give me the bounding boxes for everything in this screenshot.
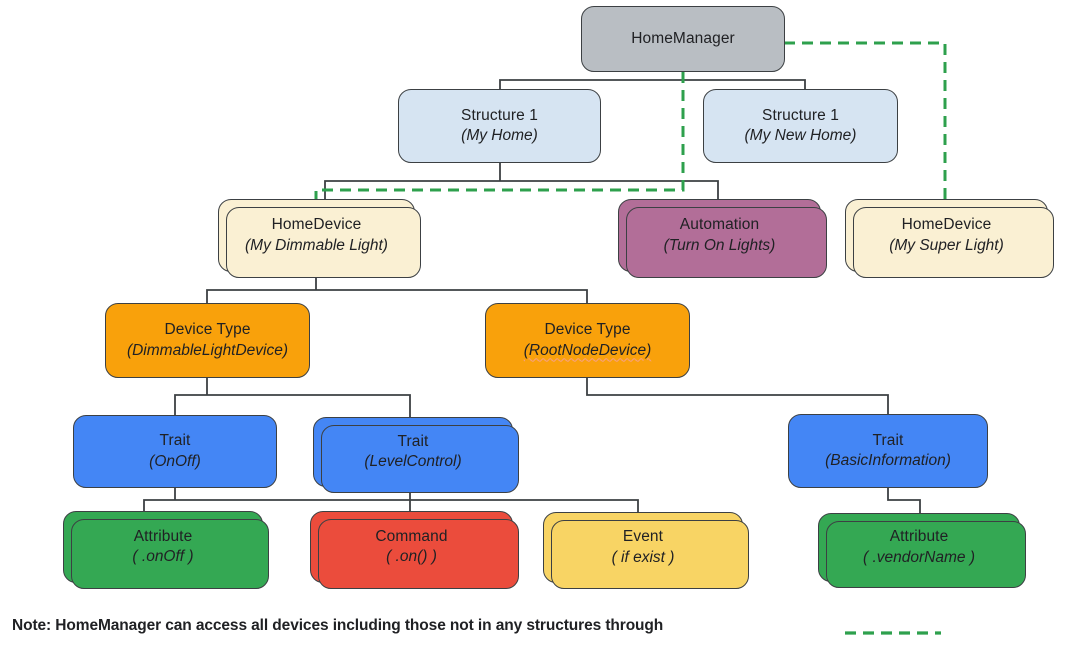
node-title: Trait xyxy=(397,432,429,450)
node-title: Device Type xyxy=(544,321,631,339)
node-trait-onoff: Trait (OnOff) xyxy=(73,415,277,488)
node-subtitle: (OnOff) xyxy=(149,452,201,470)
node-trait-levelcontrol: Trait (LevelControl) xyxy=(313,417,519,493)
node-command-on: Command ( .on() ) xyxy=(310,511,519,589)
node-title: Attribute xyxy=(889,528,949,546)
node-subtitle: (Turn On Lights) xyxy=(663,236,776,254)
node-home-manager: HomeManager xyxy=(581,6,785,72)
node-devicetype-rootnodedevice: Device Type (RootNodeDevice) xyxy=(485,303,690,378)
node-subtitle: ( .on() ) xyxy=(386,548,437,565)
node-subtitle: ( .vendorName ) xyxy=(863,548,975,566)
node-subtitle: (My Home) xyxy=(461,127,538,144)
node-title: Event xyxy=(622,528,664,546)
note-text: Note: HomeManager can access all devices… xyxy=(12,617,664,634)
node-subtitle: (DimmableLightDevice) xyxy=(126,341,289,359)
node-automation-turn-on-lights: Automation (Turn On Lights) xyxy=(618,199,827,278)
node-title: Device Type xyxy=(164,321,251,339)
node-attribute-onoff: Attribute ( .onOff ) xyxy=(63,511,269,589)
node-subtitle: (My New Home) xyxy=(744,127,857,144)
node-subtitle: ( .onOff ) xyxy=(132,548,194,565)
node-subtitle: (My Super Light) xyxy=(889,236,1004,254)
edge-homemanager-structures xyxy=(499,79,806,89)
node-devicetype-dimmablelightdevice: Device Type (DimmableLightDevice) xyxy=(105,303,310,378)
edge-dtdimmable-traits xyxy=(174,378,411,418)
node-title: Attribute xyxy=(133,527,193,545)
node-title: HomeDevice xyxy=(901,216,992,234)
node-homedevice-my-dimmable-light: HomeDevice (My Dimmable Light) xyxy=(218,199,421,278)
node-subtitle: (My Dimmable Light) xyxy=(245,236,388,254)
node-subtitle: (LevelControl) xyxy=(364,453,462,470)
edge-dtrootnode-basicinfo xyxy=(586,378,889,414)
node-structure-my-new-home: Structure 1 (My New Home) xyxy=(703,89,898,163)
node-title: Trait xyxy=(872,431,904,449)
node-title: Structure 1 xyxy=(762,106,839,124)
node-attribute-vendorname: Attribute ( .vendorName ) xyxy=(818,513,1026,588)
node-trait-basicinformation: Trait (BasicInformation) xyxy=(788,414,988,488)
node-title: HomeDevice xyxy=(271,216,362,234)
node-subtitle: (RootNodeDevice) xyxy=(523,341,652,359)
node-structure-my-home: Structure 1 (My Home) xyxy=(398,89,601,163)
node-event-if-exist: Event ( if exist ) xyxy=(543,512,749,589)
dashed-line-legend-swatch xyxy=(845,631,941,635)
node-title: Command xyxy=(375,527,448,545)
dashed-edge-homemanager-dimmablelight xyxy=(314,72,685,199)
node-title: Structure 1 xyxy=(461,106,538,124)
node-title: Automation xyxy=(679,216,760,234)
node-subtitle: (BasicInformation) xyxy=(825,452,951,469)
edge-structurehome-children xyxy=(324,163,719,199)
node-homedevice-my-super-light: HomeDevice (My Super Light) xyxy=(845,199,1054,278)
node-title: HomeManager xyxy=(631,29,735,47)
edge-basicinfo-vendorname xyxy=(887,488,921,514)
node-subtitle: ( if exist ) xyxy=(611,548,675,566)
node-title: Trait xyxy=(159,432,191,450)
